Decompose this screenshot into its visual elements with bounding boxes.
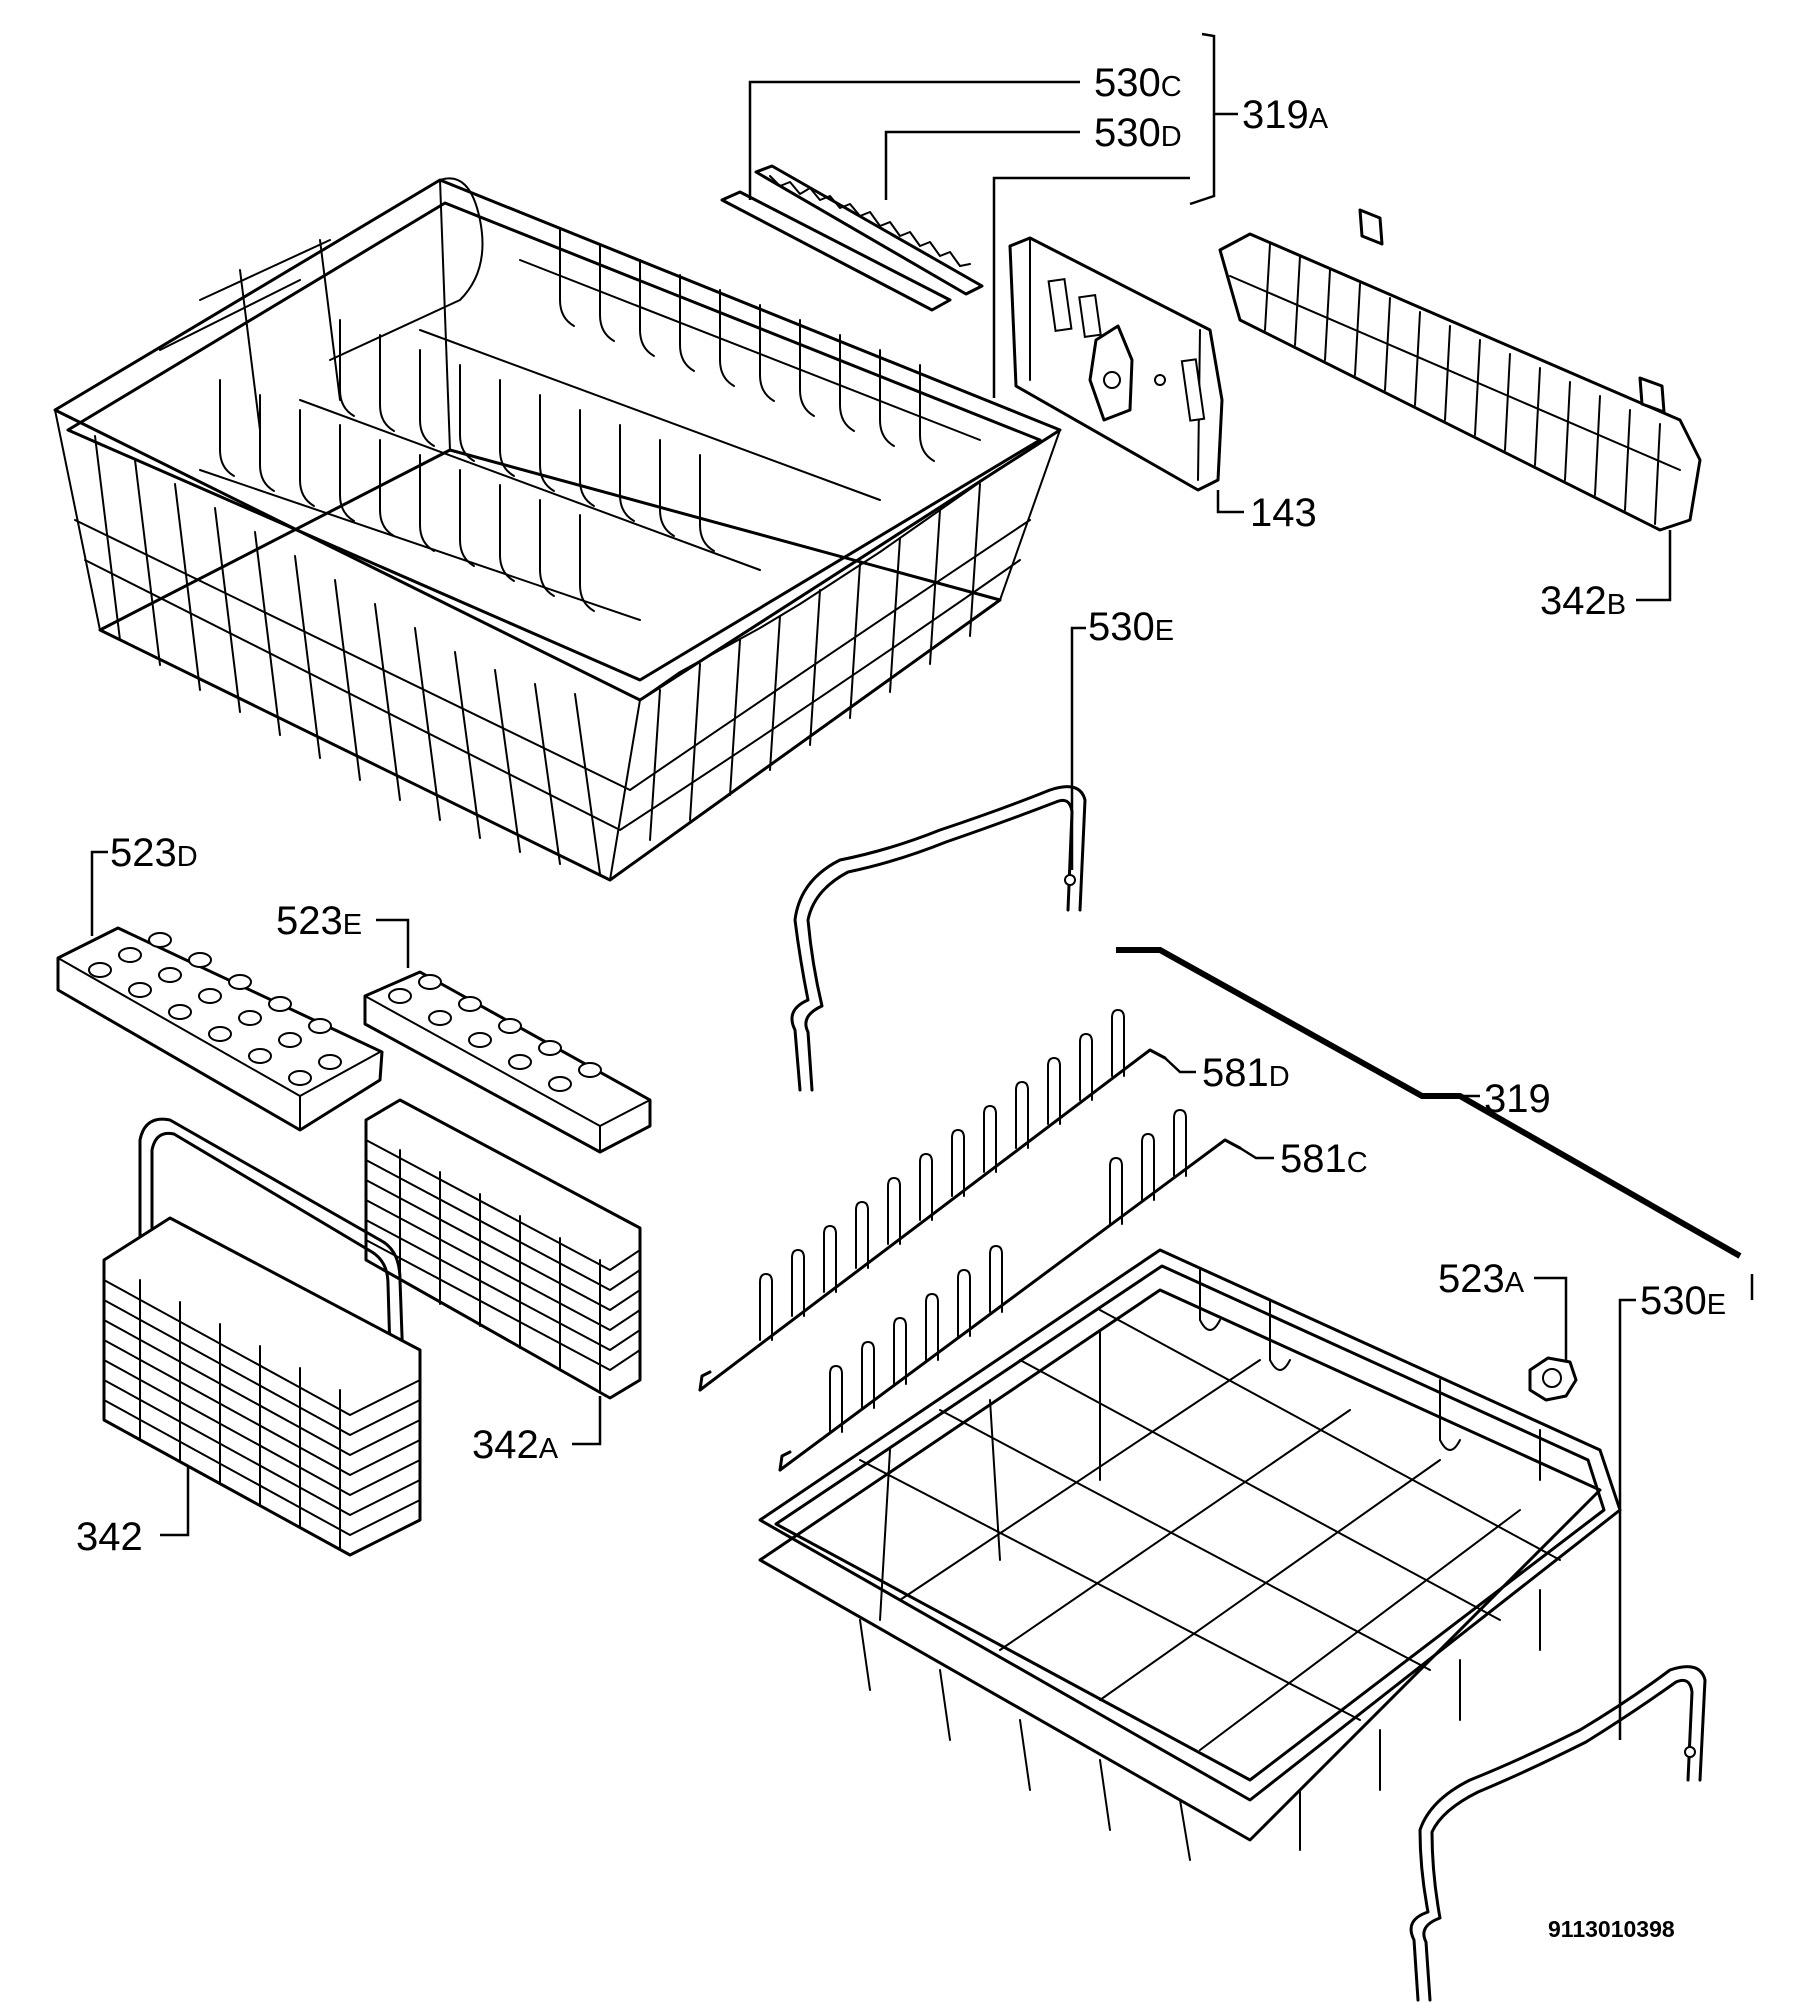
rail-530e-top [790, 785, 1087, 1092]
callout-319a: 319A [1242, 93, 1329, 137]
upper-basket [53, 177, 1062, 882]
height-adjuster-143 [1008, 236, 1224, 492]
document-id: 9113010398 [1548, 1916, 1675, 1942]
callout-530d: 530D [1094, 111, 1182, 155]
callout-530e-bottom: 530E [1640, 1279, 1726, 1323]
leader-lines [90, 32, 1754, 1740]
rail-530e-bottom [1409, 1665, 1707, 2002]
callout-523e: 523E [276, 899, 362, 943]
side-basket-342b [1218, 208, 1702, 532]
callout-523a: 523A [1438, 1257, 1525, 1301]
cutlery-basket-342a [364, 1098, 642, 1400]
lower-basket-319 [758, 1248, 1622, 1861]
callout-581c: 581C [1280, 1137, 1368, 1181]
tine-rack-581d [698, 1009, 1167, 1392]
callout-labels: 530C 530D 319A 143 342B 530E 523D 523E 5… [76, 61, 1726, 1559]
callout-342: 342 [76, 1515, 143, 1559]
cutlery-tray-523d [56, 926, 384, 1132]
cutlery-tray-523e [363, 970, 652, 1154]
rail-strips-530c-530d [720, 164, 984, 312]
front-wires [94, 435, 1001, 875]
callout-319: 319 [1484, 1077, 1551, 1121]
callout-342a: 342A [472, 1423, 559, 1467]
callout-530e-top: 530E [1088, 605, 1174, 649]
callout-523d: 523D [110, 831, 198, 875]
callout-342b: 342B [1540, 579, 1626, 623]
cutlery-basket-342 [102, 1117, 422, 1557]
tine-rack-581c [778, 1109, 1242, 1472]
callout-530c: 530C [1094, 61, 1182, 105]
callout-581d: 581D [1202, 1051, 1290, 1095]
callout-143: 143 [1250, 491, 1317, 535]
basket-tine-rows [199, 229, 981, 621]
wheel-523a [1528, 1356, 1578, 1402]
